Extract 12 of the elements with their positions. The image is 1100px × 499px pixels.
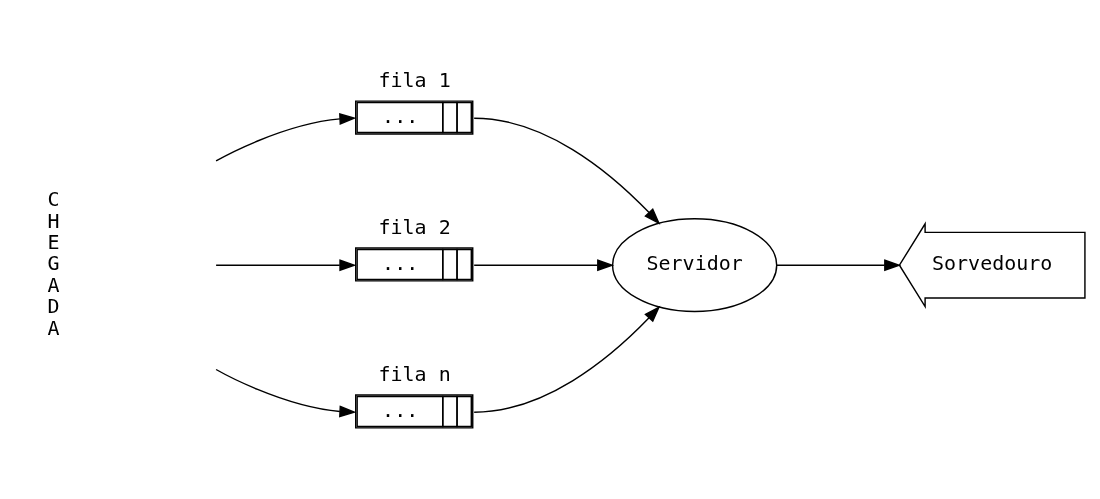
arrow — [473, 305, 661, 413]
arrow — [776, 259, 902, 272]
arrow — [215, 368, 357, 418]
node-label: fila 1 — [378, 68, 451, 93]
node-label: fila n — [378, 362, 451, 387]
arrow — [473, 259, 615, 272]
arrow — [215, 259, 357, 272]
node-ellipse: Servidor — [611, 218, 778, 313]
label: CHEGADA — [47, 187, 60, 340]
arrow — [473, 117, 661, 225]
node-label: fila 2 — [378, 215, 451, 240]
arrow — [215, 112, 357, 162]
